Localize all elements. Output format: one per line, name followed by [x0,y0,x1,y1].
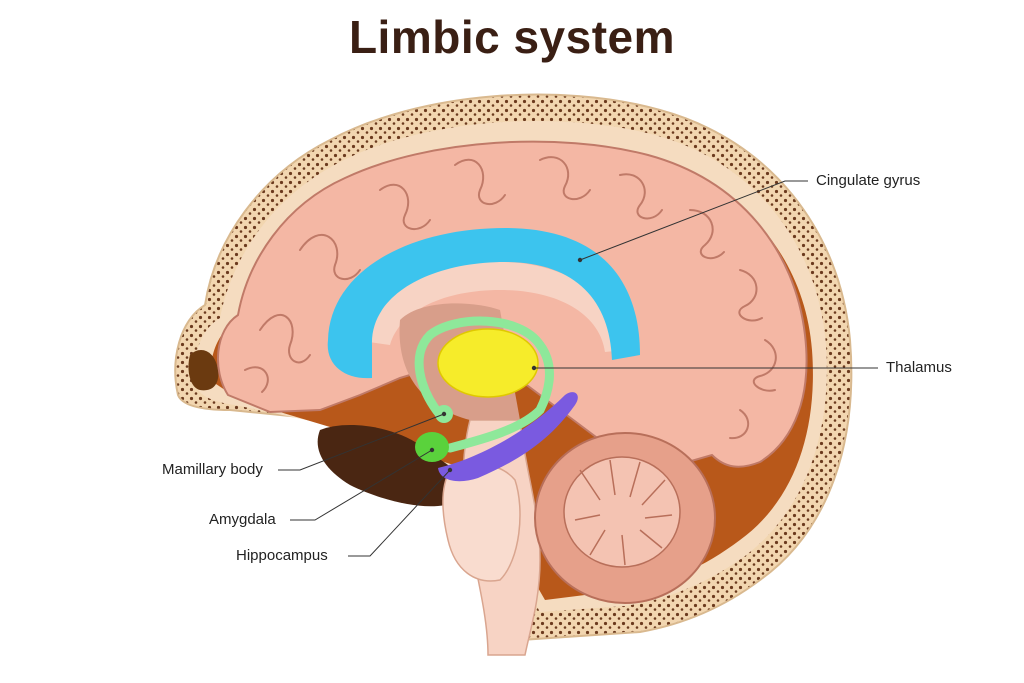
leader-dots [429,257,583,473]
thalamus-shape [437,328,539,398]
label-cingulate-gyrus: Cingulate gyrus [816,172,921,189]
hippocampus-shape [438,392,578,482]
leader-lines [278,180,878,557]
dark-tissue [317,425,455,507]
label-thalamus: Thalamus [886,359,952,376]
amygdala-shape [415,432,449,462]
pons [442,463,521,582]
fornix [414,316,554,453]
diagram-title: Limbic system [348,11,676,63]
frontal-sinus [188,350,219,391]
cingulate-gyrus-shape [327,228,640,379]
label-amygdala: Amygdala [209,511,276,528]
cerebellum-inner [563,456,681,568]
cerebellum-folia [574,459,673,566]
cerebral-cortex [216,140,808,472]
label-hippocampus: Hippocampus [236,547,328,564]
label-mamillary-body: Mamillary body [162,461,263,478]
corpus-callosum [355,262,625,352]
cortex-folds [244,156,777,440]
